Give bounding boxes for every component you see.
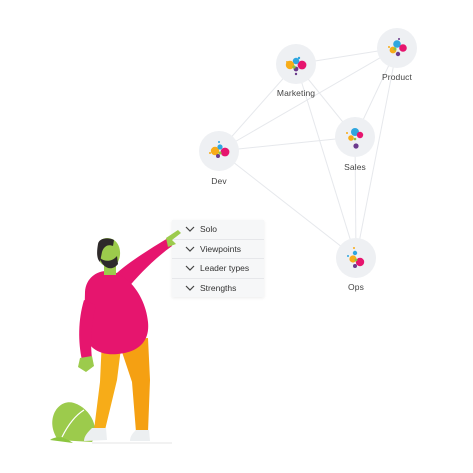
node-sales[interactable] — [335, 117, 375, 157]
team-cluster-icon — [346, 128, 364, 149]
left-shoe — [84, 428, 107, 441]
menu-item-label: Leader types — [200, 263, 250, 274]
chevron-down-icon — [185, 265, 195, 272]
menu-item-label: Strengths — [200, 282, 237, 293]
pointing-hand — [166, 230, 181, 247]
node-label-sales: Sales — [344, 162, 366, 172]
menu-item-leader-types[interactable]: Leader types — [172, 259, 264, 279]
hair — [97, 238, 114, 262]
chevron-down-icon — [185, 246, 195, 252]
head — [97, 238, 121, 269]
menu-item-label: Solo — [200, 224, 218, 235]
edge-dev-ops — [218, 150, 357, 259]
team-cluster-icon — [347, 247, 365, 268]
chevron-down-icon — [185, 285, 195, 291]
menu-item-label: Viewpoints — [200, 243, 241, 254]
edge-dev-sales — [218, 136, 356, 152]
plant-leaf-icon — [50, 402, 96, 443]
edge-product-dev — [218, 47, 398, 152]
node-marketing[interactable] — [276, 44, 316, 84]
node-label-marketing: Marketing — [276, 88, 316, 98]
sweater-torso — [84, 270, 149, 355]
menu-item-viewpoints[interactable]: Viewpoints — [172, 240, 264, 259]
beard — [100, 256, 118, 269]
lower-hand — [78, 356, 94, 372]
node-dev[interactable] — [199, 131, 239, 171]
filter-menu: Solo Viewpoints Leader types Strengths — [172, 220, 264, 297]
node-label-dev: Dev — [211, 176, 227, 186]
right-shoe — [130, 430, 150, 441]
menu-item-strengths[interactable]: Strengths — [172, 279, 264, 298]
edge-sales-ops — [354, 136, 357, 259]
chevron-down-icon — [185, 226, 195, 233]
node-label-product: Product — [382, 72, 412, 82]
node-ops[interactable] — [336, 238, 376, 278]
team-cluster-icon — [388, 38, 407, 57]
menu-item-solo[interactable]: Solo — [172, 220, 264, 240]
node-label-ops: Ops — [348, 282, 364, 292]
lower-arm — [79, 300, 96, 360]
team-cluster-icon — [209, 141, 230, 158]
team-cluster-icon — [285, 56, 307, 76]
edge-marketing-ops — [295, 63, 357, 259]
node-product[interactable] — [377, 28, 417, 68]
trousers — [94, 338, 150, 432]
edge-product-ops — [355, 47, 398, 259]
